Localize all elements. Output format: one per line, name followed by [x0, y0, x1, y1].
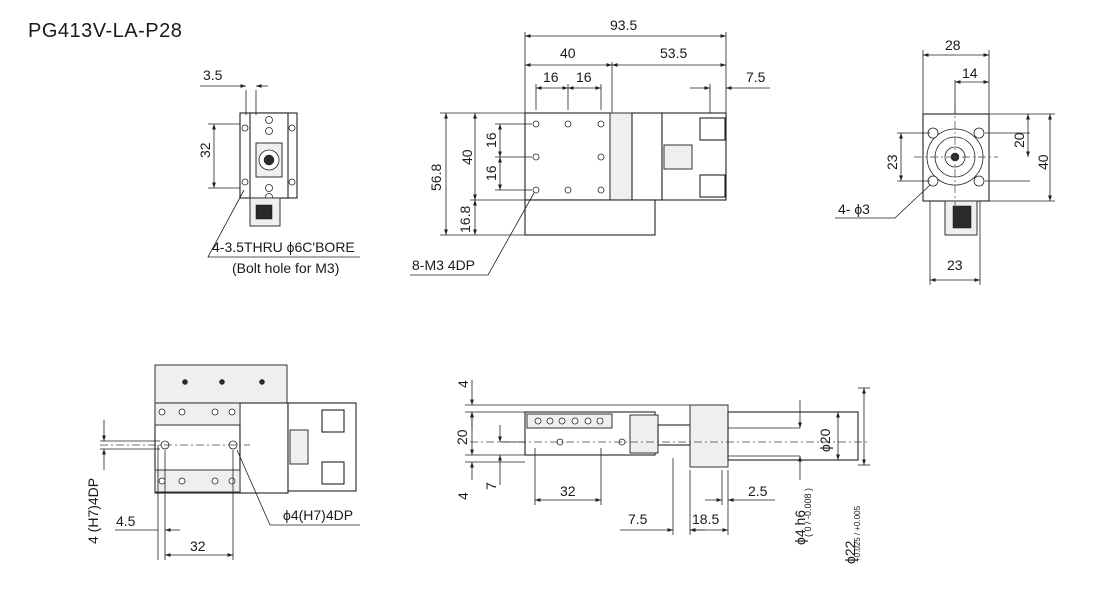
- dim-3-5: 3.5: [203, 67, 223, 83]
- dim-16-a: 16: [543, 69, 559, 85]
- note-bolt: 4-3.5THRU ϕ6C'BORE: [212, 239, 355, 255]
- side-holes: [158, 379, 265, 485]
- dim-16-c: 16: [483, 132, 499, 148]
- dim-phi4-h6: ϕ4 h6: [792, 510, 808, 545]
- dim-20-bc: 20: [454, 429, 470, 445]
- dim-phi22-tol: +0.025 / +0.005: [853, 505, 862, 562]
- note-phi4: ϕ4(H7)4DP: [283, 507, 353, 523]
- dim-32-bl: 32: [190, 538, 206, 554]
- dim-32-bc: 32: [560, 483, 576, 499]
- dim-7-5: 7.5: [746, 69, 766, 85]
- dim-28: 28: [945, 37, 961, 53]
- dim-18-5: 18.5: [692, 511, 719, 527]
- dim-56-8: 56.8: [428, 164, 444, 191]
- dim-4-top: 4: [455, 380, 471, 388]
- note-bolt-sub: (Bolt hole for M3): [232, 260, 339, 276]
- bottom-center-view: 4 20 4 7 32 7.5 18.5 2.5 ϕ20 ϕ4 h6 ( 0 /…: [454, 380, 870, 564]
- dim-phi22: ϕ22: [842, 540, 858, 564]
- bolt-holes: [241, 124, 296, 186]
- dim-4-b: 4: [455, 492, 471, 500]
- dim-23-b: 23: [947, 257, 963, 273]
- drawing-title: PG413V-LA-P28: [28, 20, 183, 42]
- note-phi3: 4- ϕ3: [838, 201, 870, 217]
- dim-23-v: 23: [884, 154, 900, 170]
- top-left-view: 3.5 32 4-3.5THRU ϕ6C'BORE (Bolt hole for…: [197, 67, 360, 276]
- top-right-view: 28 14 20 40 23 23 4- ϕ3: [835, 37, 1055, 285]
- coupling-flange: [689, 404, 729, 468]
- dim-93-5: 93.5: [610, 17, 637, 33]
- dim-4-h7: 4 (H7)4DP: [85, 478, 101, 544]
- dim-14: 14: [962, 65, 978, 81]
- phi3-holes: [927, 127, 985, 187]
- dim-phi20: ϕ20: [817, 428, 833, 452]
- dim-20: 20: [1011, 132, 1027, 148]
- m3-holes: [532, 120, 605, 194]
- dim-40: 40: [560, 45, 576, 61]
- dim-16-d: 16: [483, 165, 499, 181]
- dim-7-5-bc: 7.5: [628, 511, 648, 527]
- motor-block: [631, 112, 663, 201]
- dim-40-h: 40: [459, 149, 475, 165]
- base-plate: [524, 199, 656, 236]
- dim-4-5: 4.5: [116, 513, 136, 529]
- dim-7: 7: [483, 482, 499, 490]
- dim-phi4-tol: ( 0 / -0.008 ): [803, 488, 813, 537]
- dim-2-5: 2.5: [748, 483, 768, 499]
- dim-40-r: 40: [1035, 154, 1051, 170]
- dim-16-8: 16.8: [457, 206, 473, 233]
- bottom-left-view: 4 (H7)4DP 4.5 32 ϕ4(H7)4DP: [85, 364, 360, 560]
- dim-32: 32: [197, 142, 213, 158]
- dim-16-b: 16: [576, 69, 592, 85]
- top-center-view: 93.5 40 53.5 16 16 7.5 56.8 40 16 16 16.…: [410, 17, 770, 276]
- motor-body: [727, 411, 859, 461]
- screw-column: [265, 116, 273, 201]
- note-m3: 8-M3 4DP: [412, 257, 475, 273]
- dim-53-5: 53.5: [660, 45, 687, 61]
